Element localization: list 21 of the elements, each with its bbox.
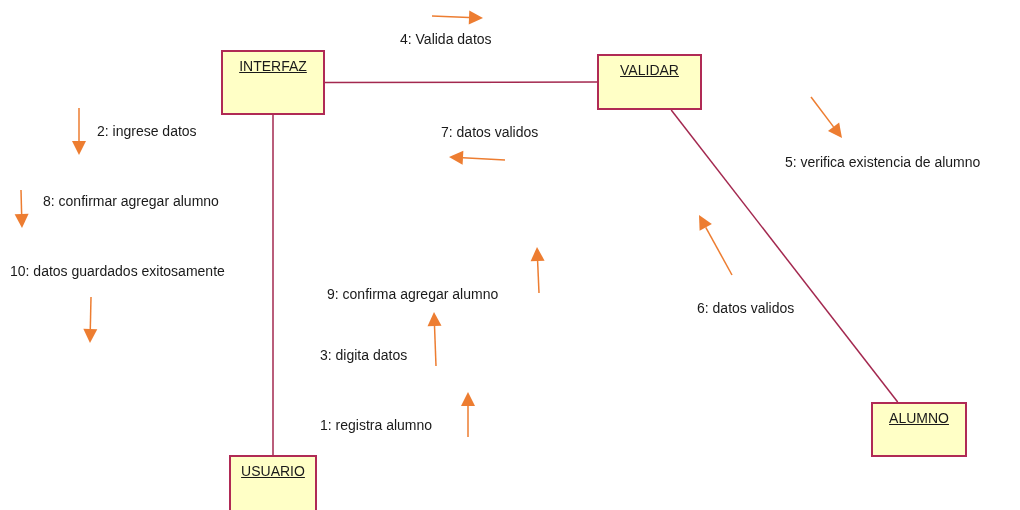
message-label: 10: datos guardados exitosamente — [10, 263, 225, 279]
message-label: 4: Valida datos — [400, 31, 492, 47]
message-label: 2: ingrese datos — [97, 123, 197, 139]
object-name: VALIDAR — [620, 61, 679, 80]
association-line — [324, 81, 598, 84]
object-box — [229, 455, 317, 510]
object-box — [871, 402, 967, 457]
object-box — [221, 50, 325, 115]
message-label: 7: datos validos — [441, 124, 539, 140]
object-box — [597, 54, 702, 110]
message-label: 5: verifica existencia de alumno — [785, 154, 981, 170]
message-label: 6: datos validos — [697, 300, 795, 316]
association-line — [670, 109, 899, 403]
object-name: INTERFAZ — [239, 57, 307, 76]
message-label: 1: registra alumno — [320, 417, 433, 433]
object-name: USUARIO — [241, 462, 305, 481]
message-label: 8: confirmar agregar alumno — [43, 193, 219, 209]
message-label: 9: confirma agregar alumno — [327, 286, 499, 302]
object-name: ALUMNO — [889, 409, 949, 428]
message-label: 3: digita datos — [320, 347, 408, 363]
association-line — [272, 114, 274, 456]
